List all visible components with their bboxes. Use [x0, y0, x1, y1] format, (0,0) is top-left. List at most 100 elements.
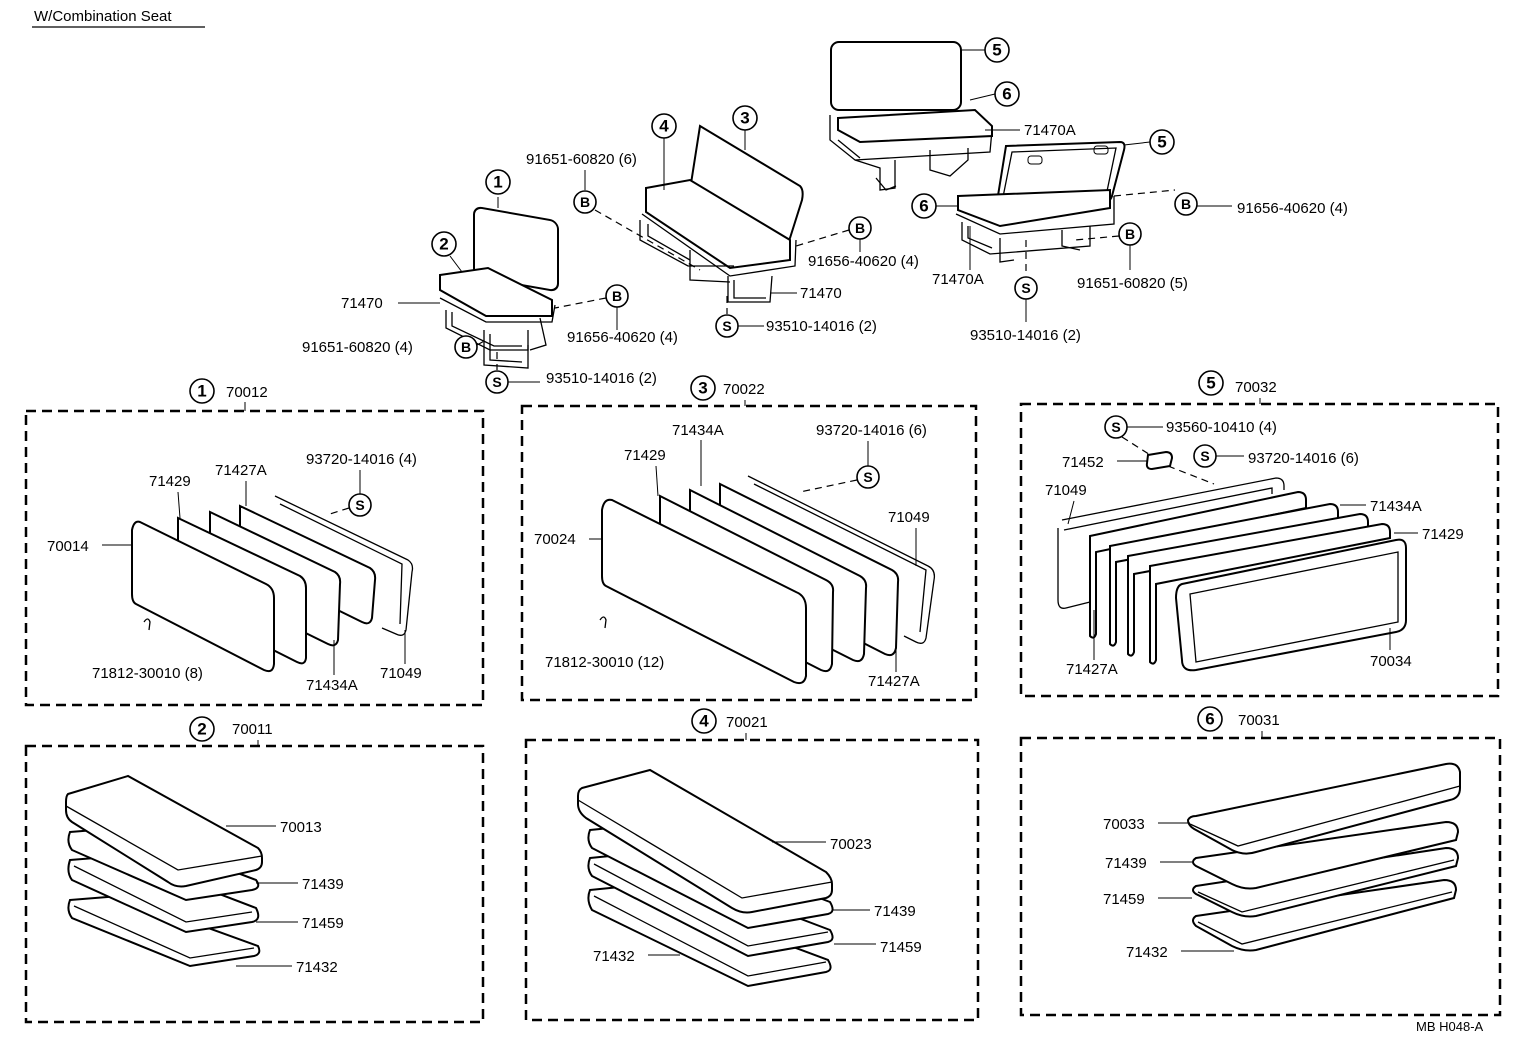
diagram-title: W/Combination Seat — [34, 8, 172, 25]
box-3-callout — [690, 375, 716, 401]
screw-symbol: S — [722, 318, 731, 334]
part-71439: 71439 — [302, 876, 344, 893]
seat-assembly-left — [439, 206, 559, 369]
callout-6-bottom-label: 6 — [919, 197, 928, 216]
box-5-seatback-70032: 5 70032 S 93560-10410 (4) 71452 S 93720-… — [1019, 370, 1500, 698]
box-5-callout — [1198, 370, 1224, 396]
bolt-symbol: B — [580, 194, 590, 210]
box-4-callout — [691, 708, 717, 734]
box-6-callout — [1197, 706, 1223, 732]
screw-symbol: S — [1200, 448, 1209, 464]
diagram-code: MB H048-A — [1416, 1019, 1484, 1034]
screw-symbol: S — [492, 374, 501, 390]
part-71429: 71429 — [1422, 526, 1464, 543]
part-70034: 70034 — [1370, 653, 1412, 670]
part-91656-40620-4-mid: 91656-40620 (4) — [808, 253, 919, 270]
box-1-callout — [189, 378, 215, 404]
part-71459: 71459 — [880, 939, 922, 956]
bolt-symbol: B — [1125, 226, 1135, 242]
box-3-assembly-number: 70022 — [723, 381, 765, 398]
box-3-callout-label: 3 — [698, 379, 707, 398]
box-2-callout — [189, 716, 215, 742]
part-71434A: 71434A — [306, 677, 358, 694]
part-91651-60820-4: 91651-60820 (4) — [302, 339, 413, 356]
part-70023: 70023 — [830, 836, 872, 853]
part-71427A: 71427A — [868, 673, 920, 690]
box-1-assembly-number: 70012 — [226, 384, 268, 401]
part-71434A: 71434A — [1370, 498, 1422, 515]
bolt-symbol: B — [612, 288, 622, 304]
part-91656-40620-4-left: 91656-40620 (4) — [567, 329, 678, 346]
box-1-seatback-70012: 1 70012 71429 71427A 93720-14016 (4) S 7… — [24, 378, 485, 707]
box-2-callout-label: 2 — [197, 720, 206, 739]
part-71812-30010-12: 71812-30010 (12) — [545, 654, 664, 671]
part-71452: 71452 — [1062, 454, 1104, 471]
callout-1-label: 1 — [493, 173, 502, 192]
screw-symbol: S — [863, 469, 872, 485]
callout-3-label: 3 — [740, 109, 749, 128]
part-71470A-bottom: 71470A — [932, 271, 984, 288]
part-71434A: 71434A — [672, 422, 724, 439]
part-93510-14016-2-mid: 93510-14016 (2) — [766, 318, 877, 335]
part-70014: 70014 — [47, 538, 89, 555]
box-6-cushion-70031: 6 70031 70033 71439 71459 71432 — [1019, 706, 1502, 1017]
part-71427A: 71427A — [215, 462, 267, 479]
seat-assembly-middle — [639, 124, 804, 303]
part-70013: 70013 — [280, 819, 322, 836]
box-1-callout-label: 1 — [197, 382, 206, 401]
part-91651-60820-6: 91651-60820 (6) — [526, 151, 637, 168]
bolt-callout — [454, 335, 478, 359]
box-6-assembly-number: 70031 — [1238, 712, 1280, 729]
part-71470A-top: 71470A — [1024, 122, 1076, 139]
part-71432: 71432 — [296, 959, 338, 976]
part-71439: 71439 — [1105, 855, 1147, 872]
screw-symbol: S — [1111, 419, 1120, 435]
seat-assembly-bottom-right — [955, 140, 1126, 263]
part-71432: 71432 — [1126, 944, 1168, 961]
seat-assembly-top-right — [829, 41, 993, 191]
box-6-callout-label: 6 — [1205, 710, 1214, 729]
box-3-seatback-70022: 3 70022 71434A 93720-14016 (6) S 71429 7… — [520, 375, 978, 702]
callout-2-label: 2 — [439, 235, 448, 254]
overview-callouts: 1 2 4 3 5 6 5 6 91651-60820 (6) B — [302, 37, 1348, 394]
box-2-assembly-number: 70011 — [232, 721, 273, 738]
part-93720-14016-4: 93720-14016 (4) — [306, 451, 417, 468]
part-71459: 71459 — [302, 915, 344, 932]
part-93720-14016-6: 93720-14016 (6) — [816, 422, 927, 439]
part-91656-40620-4-right: 91656-40620 (4) — [1237, 200, 1348, 217]
callout-6-top-label: 6 — [1002, 85, 1011, 104]
box-4-assembly-number: 70021 — [726, 714, 768, 731]
part-71439: 71439 — [874, 903, 916, 920]
part-91651-60820-5: 91651-60820 (5) — [1077, 275, 1188, 292]
part-71459: 71459 — [1103, 891, 1145, 908]
box-5-assembly-number: 70032 — [1235, 379, 1277, 396]
box-4-callout-label: 4 — [699, 712, 709, 731]
part-71470-left: 71470 — [341, 295, 383, 312]
part-71432: 71432 — [593, 948, 635, 965]
callout-5-bottom-label: 5 — [1157, 133, 1166, 152]
part-71429: 71429 — [149, 473, 191, 490]
box-5-callout-label: 5 — [1206, 374, 1215, 393]
part-93510-14016-2-right: 93510-14016 (2) — [970, 327, 1081, 344]
screw-callout — [348, 493, 372, 517]
screw-callout — [856, 465, 880, 489]
part-70024: 70024 — [534, 531, 576, 548]
box-4-cushion-70021: 4 70021 70023 71439 71459 71432 — [524, 708, 980, 1022]
part-93510-14016-2-left: 93510-14016 (2) — [546, 370, 657, 387]
callout-2 — [431, 231, 457, 257]
part-71812-30010-8: 71812-30010 (8) — [92, 665, 203, 682]
bolt-symbol: B — [1181, 196, 1191, 212]
part-71470-mid: 71470 — [800, 285, 842, 302]
callout-5-top-label: 5 — [992, 41, 1001, 60]
part-93560-10410-4: 93560-10410 (4) — [1166, 419, 1277, 436]
callout-1 — [485, 169, 511, 195]
part-71427A: 71427A — [1066, 661, 1118, 678]
part-70033: 70033 — [1103, 816, 1145, 833]
part-71049: 71049 — [888, 509, 930, 526]
part-93720-14016-6: 93720-14016 (6) — [1248, 450, 1359, 467]
part-71049: 71049 — [380, 665, 422, 682]
part-71429: 71429 — [624, 447, 666, 464]
bolt-callout — [1174, 192, 1198, 216]
bolt-callout — [573, 190, 597, 214]
